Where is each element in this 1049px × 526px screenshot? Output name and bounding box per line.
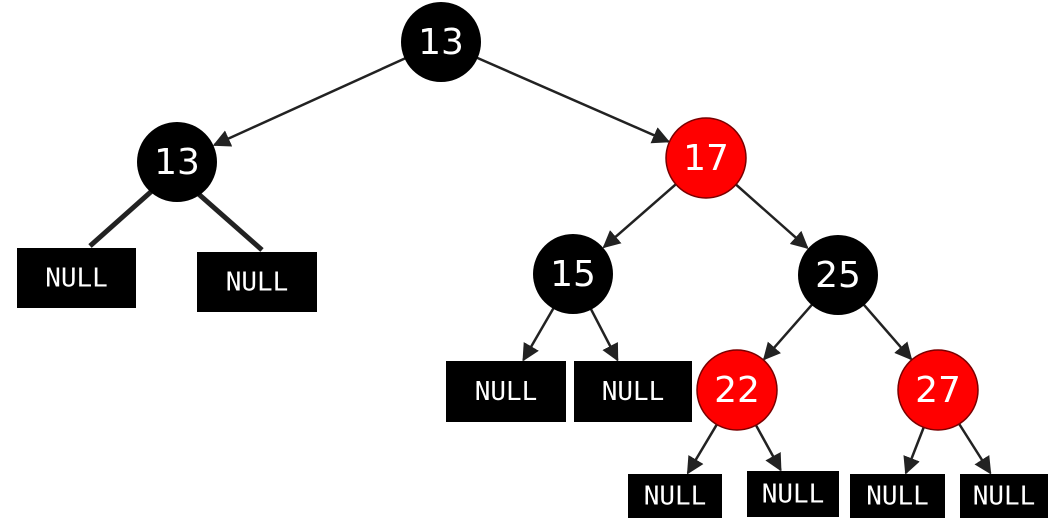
null-leaf: NULL <box>960 474 1048 518</box>
null-leaf: NULL <box>197 252 317 312</box>
tree-node-black: 15 <box>533 234 613 314</box>
null-leaf-box <box>628 474 722 518</box>
tree-node-label: 13 <box>154 142 200 183</box>
tree-node-circle <box>137 122 217 202</box>
null-leaf: NULL <box>574 361 692 422</box>
null-leaf: NULL <box>628 474 722 518</box>
tree-node-circle <box>696 349 778 431</box>
null-leaf-box <box>960 474 1048 518</box>
null-leaf-box <box>446 361 566 422</box>
tree-node-label: 22 <box>714 370 760 411</box>
tree-node-red: 22 <box>696 349 778 431</box>
tree-node-label: 25 <box>815 255 861 296</box>
edge-n13b-null2 <box>196 191 264 252</box>
null-leaf: NULL <box>17 248 136 308</box>
null-leaf-label: NULL <box>226 268 289 298</box>
tree-node-black: 13 <box>137 122 217 202</box>
edge-root-n13b <box>212 56 407 147</box>
null-leaf: NULL <box>850 474 945 518</box>
edge-n15-null3 <box>522 306 556 362</box>
tree-node-circle <box>533 234 613 314</box>
tree-node-circle <box>897 349 979 431</box>
edge-n15-null4 <box>589 307 619 362</box>
edge-n25-n27 <box>861 302 913 361</box>
edge-n27-null8 <box>957 421 992 475</box>
null-leaf-label: NULL <box>973 482 1036 512</box>
null-leaf-label: NULL <box>475 377 538 407</box>
null-leaf-label: NULL <box>602 377 665 407</box>
null-leaf-box <box>747 471 839 517</box>
edge-n27-null7 <box>903 425 926 475</box>
null-leaf-box <box>197 252 317 312</box>
null-leaf: NULL <box>446 361 566 422</box>
edge-n22-null6 <box>753 422 782 472</box>
tree-node-circle <box>798 235 878 315</box>
tree-node-label: 15 <box>550 254 596 295</box>
tree-node-red: 27 <box>897 349 979 431</box>
tree-node-black: 13 <box>401 2 481 82</box>
edge-n17-n25 <box>733 182 809 249</box>
null-leaf-label: NULL <box>866 482 929 512</box>
tree-node-label: 27 <box>915 370 961 411</box>
edges-layer <box>88 56 992 475</box>
tree-node-black: 25 <box>798 235 878 315</box>
tree-node-label: 13 <box>418 22 464 63</box>
tree-node-label: 17 <box>683 138 729 179</box>
nodes-layer: 13 13 17 15 25 22 27 <box>137 2 979 431</box>
edge-n25-n22 <box>762 302 814 361</box>
null-leaf: NULL <box>747 471 839 517</box>
null-leaf-label: NULL <box>644 482 707 512</box>
null-leaf-label: NULL <box>45 264 108 294</box>
null-leaf-box <box>574 361 692 422</box>
edge-root-n17 <box>475 56 671 144</box>
null-leaf-box <box>850 474 945 518</box>
tree-node-circle <box>665 117 747 199</box>
edge-n17-n15 <box>602 182 679 249</box>
tree-node-circle <box>401 2 481 82</box>
null-leaf-box <box>17 248 136 308</box>
null-leaves-layer: NULL NULL NULL NULL NULL NULL NULL NULL <box>17 248 1048 518</box>
null-leaf-label: NULL <box>762 480 825 510</box>
edge-n13b-null1 <box>88 188 154 248</box>
tree-node-red: 17 <box>665 117 747 199</box>
edge-n22-null5 <box>686 422 719 475</box>
